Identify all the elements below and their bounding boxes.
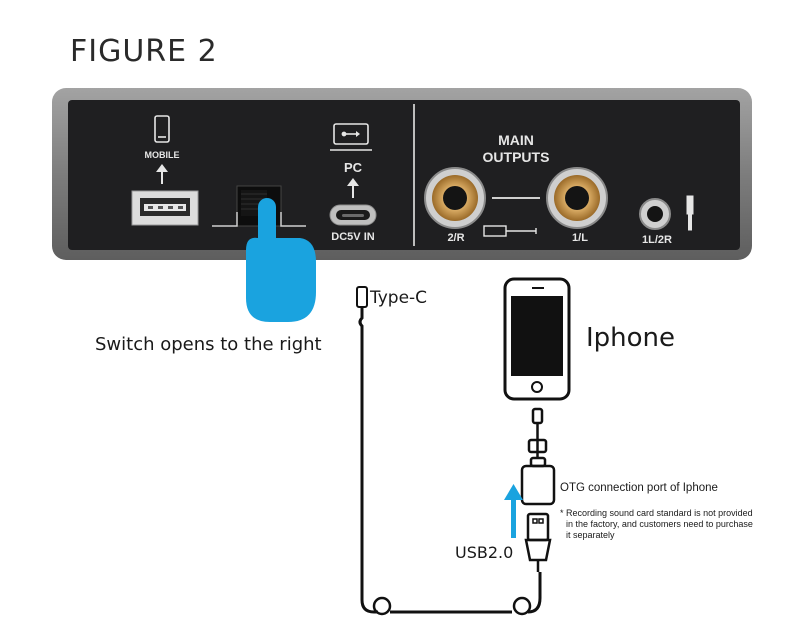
otg-port-label: OTG connection port of Iphone	[560, 482, 718, 494]
pointing-hand-icon	[246, 198, 316, 322]
jack-2r-label: 2/R	[447, 232, 465, 244]
iphone-label: Iphone	[586, 323, 676, 353]
headphone-jack	[639, 198, 671, 230]
dc-input-label: DC5V IN	[331, 231, 375, 243]
main-outputs-label-line1: MAIN	[498, 132, 534, 148]
mobile-up-arrow-icon	[156, 164, 168, 184]
pc-monitor-icon	[330, 123, 372, 151]
insert-arrow-icon	[504, 484, 523, 538]
jack-1l	[546, 167, 608, 229]
main-outputs-label-line2: OUTPUTS	[482, 149, 550, 165]
pc-label: PC	[343, 160, 363, 175]
jack-2r	[424, 167, 486, 229]
note-line3: it separately	[566, 530, 615, 540]
type-c-cable	[356, 286, 542, 616]
figure-title: FIGURE 2	[70, 34, 218, 69]
lightning-cable	[527, 407, 548, 458]
mobile-label: MOBILE	[144, 150, 180, 160]
note-line1: * Recording sound card standard is not p…	[560, 508, 753, 518]
type-c-label: Type-C	[370, 288, 428, 308]
pc-up-arrow-icon	[347, 178, 359, 198]
headphone-plug-icon	[686, 195, 694, 231]
usb-label: USB2.0	[455, 543, 514, 562]
headphone-label: 1L/2R	[642, 234, 672, 246]
otg-adapter	[520, 456, 556, 506]
plug-icon	[483, 225, 537, 237]
jack-1l-label: 1/L	[572, 232, 588, 244]
usb-plug	[524, 512, 552, 572]
usb-a-port	[131, 190, 199, 226]
iphone-icon	[503, 277, 571, 401]
note-line2: in the factory, and customers need to pu…	[566, 519, 753, 529]
usb-c-port	[329, 204, 377, 226]
mobile-phone-icon	[154, 115, 170, 143]
switch-caption: Switch opens to the right	[95, 334, 322, 355]
